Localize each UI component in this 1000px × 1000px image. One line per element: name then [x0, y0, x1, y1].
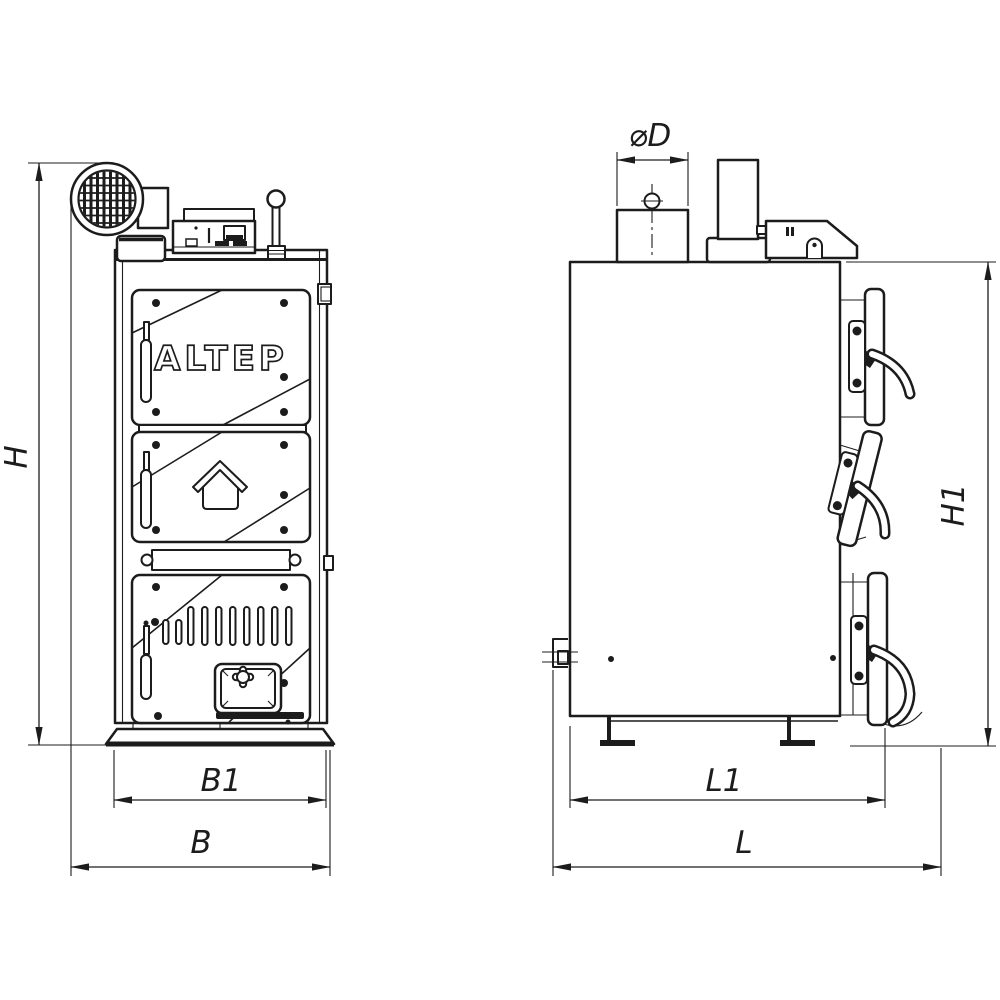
cable-grommet	[806, 237, 823, 258]
dimension-overall-depth: L	[552, 670, 942, 876]
dimension-label-L: L	[735, 825, 752, 861]
dimension-door-block-width: B1	[113, 750, 327, 808]
side-door-middle	[827, 429, 891, 548]
dimension-chimney-diameter: ⌀D	[616, 118, 689, 206]
dimension-body-depth: L1	[569, 726, 886, 808]
ash-door	[213, 662, 283, 715]
dimension-overall-width: B	[70, 200, 331, 876]
control-panel-side	[756, 219, 859, 260]
panel-button-row	[215, 241, 229, 246]
side-view: ⌀D	[542, 118, 996, 876]
middle-door	[130, 430, 312, 544]
top-door: ALTEP	[130, 288, 312, 427]
dimension-overall-height: H	[0, 162, 108, 746]
fan-pedestal	[115, 234, 167, 263]
house-icon	[192, 460, 248, 510]
middle-door-flap	[140, 549, 334, 571]
fan-blower	[69, 161, 170, 263]
door-pin	[143, 451, 150, 471]
dimension-label-L1: L1	[706, 763, 743, 799]
chimney-stub	[615, 184, 690, 264]
vent-slots	[162, 606, 293, 646]
feet	[600, 716, 815, 746]
flap-tab	[288, 553, 302, 567]
dimension-label-B1: B1	[201, 763, 242, 799]
dimension-label-D: ⌀D	[629, 118, 672, 154]
dimension-body-height: H1	[846, 261, 996, 747]
side-door-bottom	[850, 571, 923, 728]
drain-fitting	[542, 638, 578, 668]
brand-logo: ALTEP	[154, 339, 288, 379]
dimension-label-H: H	[0, 445, 35, 468]
flap-tab	[140, 553, 154, 567]
chimney-pipe	[705, 158, 772, 264]
dimension-label-B: B	[190, 825, 211, 861]
front-view: H	[0, 161, 336, 876]
ash-door-knob-icon	[231, 665, 255, 689]
ash-lever	[216, 712, 304, 719]
regulator-lever	[266, 189, 286, 260]
side-body	[568, 260, 868, 722]
side-door-top	[848, 287, 916, 427]
fan-grill-icon	[79, 171, 135, 227]
control-panel	[171, 208, 257, 255]
door-pin	[143, 321, 150, 341]
bottom-door	[130, 573, 312, 725]
base-plate	[104, 727, 336, 747]
dimension-label-H1: H1	[936, 483, 972, 526]
door-pin	[143, 625, 150, 655]
panel-button	[185, 238, 198, 247]
lever-knob	[266, 189, 286, 209]
